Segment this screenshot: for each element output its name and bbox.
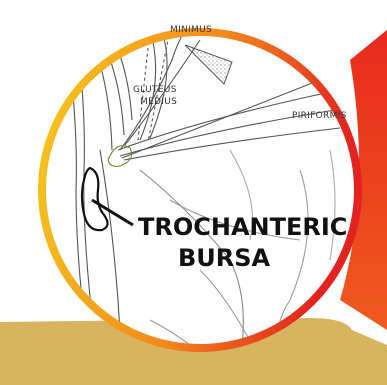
label-trochanteric: TROCHANTERIC (138, 213, 347, 241)
label-medius: MEDIUS (140, 97, 177, 107)
label-gluteus: GLUTEUS (133, 85, 177, 95)
label-minimus: MINIMUS (170, 25, 212, 35)
label-piriformis: PIRIFORMIS (292, 111, 347, 121)
label-bursa: BURSA (178, 244, 271, 272)
